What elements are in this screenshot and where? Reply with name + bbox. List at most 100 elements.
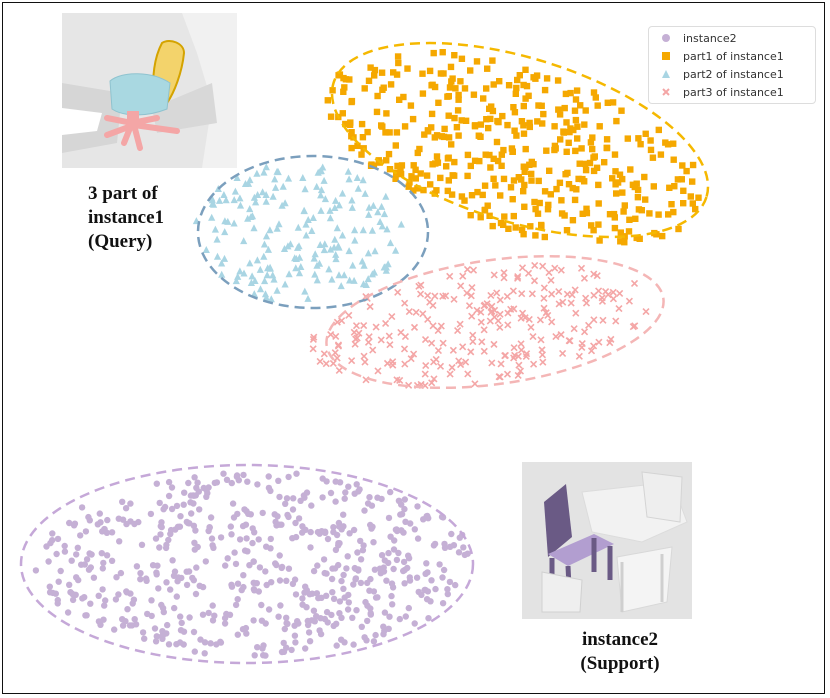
instance2-point (210, 544, 217, 551)
part2-point (296, 253, 304, 261)
instance2-point (310, 567, 318, 575)
instance2-point (64, 609, 72, 616)
instance2-point (165, 478, 173, 486)
part3-point (316, 357, 324, 366)
instance2-point (290, 495, 297, 502)
instance2-point (236, 536, 244, 543)
part2-point (295, 269, 304, 277)
part2-point (240, 269, 248, 277)
instance2-point (422, 570, 429, 577)
instance2-point (446, 543, 454, 550)
part3-point (493, 289, 501, 297)
part3-point (393, 376, 401, 384)
instance2-point (389, 601, 396, 608)
part1-point (431, 83, 439, 91)
part1-point (532, 205, 539, 213)
instance2-point (295, 515, 303, 522)
instance2-point (370, 588, 378, 595)
part3-point (525, 315, 533, 324)
part1-point (383, 110, 390, 117)
instance2-point (124, 606, 131, 613)
instance2-point (193, 564, 200, 571)
part1-point (611, 151, 619, 158)
part1-point (430, 49, 437, 57)
part1-point (358, 151, 365, 158)
part2-point (280, 245, 289, 252)
part1-point (565, 139, 572, 146)
instance2-point (335, 561, 342, 569)
part2-point (349, 261, 357, 269)
part3-point (497, 360, 505, 368)
part2-point (392, 246, 400, 254)
instance2-point (168, 484, 176, 491)
part1-point (412, 175, 419, 182)
part1-point (393, 71, 401, 78)
part3-point (360, 352, 368, 360)
instance2-point (307, 528, 314, 536)
part1-point (409, 115, 417, 123)
instance2-point (129, 600, 136, 607)
part3-point (332, 332, 340, 341)
instance2-point (444, 586, 451, 593)
part3-point (540, 304, 548, 312)
instance2-point (163, 579, 170, 586)
part1-point (444, 187, 451, 195)
part3-point (609, 288, 617, 296)
part2-point (335, 201, 343, 209)
instance2-point (283, 619, 290, 627)
part2-point (319, 163, 327, 171)
instance2-point (363, 637, 370, 644)
instance2-point (66, 581, 73, 588)
instance2-point (314, 562, 321, 569)
instance2-point (250, 617, 257, 624)
part2-point (286, 240, 295, 248)
part1-point (647, 137, 654, 144)
part3-point (536, 316, 544, 324)
part3-point (500, 269, 508, 277)
instance2-point (191, 546, 198, 553)
part2-point (221, 228, 229, 236)
part2-point (263, 271, 271, 279)
instance2-point (444, 590, 451, 598)
part1-point (509, 148, 516, 155)
instance2-point (274, 513, 281, 520)
instance2-point (193, 484, 200, 491)
part3-cluster-ellipse (325, 254, 665, 390)
instance2-point (358, 623, 365, 630)
part2-point (327, 245, 335, 253)
instance2-point (366, 494, 373, 501)
part1-point (393, 129, 401, 136)
part1-point (518, 176, 525, 183)
part1-point (354, 142, 361, 149)
part1-point (483, 85, 490, 92)
part1-point (592, 94, 599, 101)
part3-point (469, 266, 478, 274)
instance2-point (232, 601, 240, 609)
part3-point (516, 367, 525, 375)
instance2-point (165, 641, 173, 648)
part3-point (578, 343, 586, 352)
instance2-point (151, 625, 159, 632)
instance2-point (186, 614, 193, 621)
instance2-point (54, 535, 62, 543)
instance2-point (277, 602, 284, 609)
part1-point (561, 104, 568, 112)
part1-point (490, 175, 497, 182)
query-caption-line2: instance1 (88, 207, 164, 228)
part1-point (498, 162, 505, 169)
instance2-point (289, 506, 297, 513)
instance2-point (321, 528, 329, 535)
part2-point (348, 203, 356, 211)
instance2-point (285, 473, 292, 481)
instance2-point (320, 556, 328, 563)
part1-point (638, 207, 645, 214)
part2-point (251, 277, 259, 284)
part1-point (479, 191, 486, 199)
part2-point (269, 271, 277, 279)
part3-point (496, 373, 504, 381)
part3-point (598, 297, 607, 305)
part3-point (599, 316, 607, 324)
part1-point (551, 123, 558, 130)
instance2-point (81, 594, 88, 601)
instance2-point (360, 542, 367, 549)
